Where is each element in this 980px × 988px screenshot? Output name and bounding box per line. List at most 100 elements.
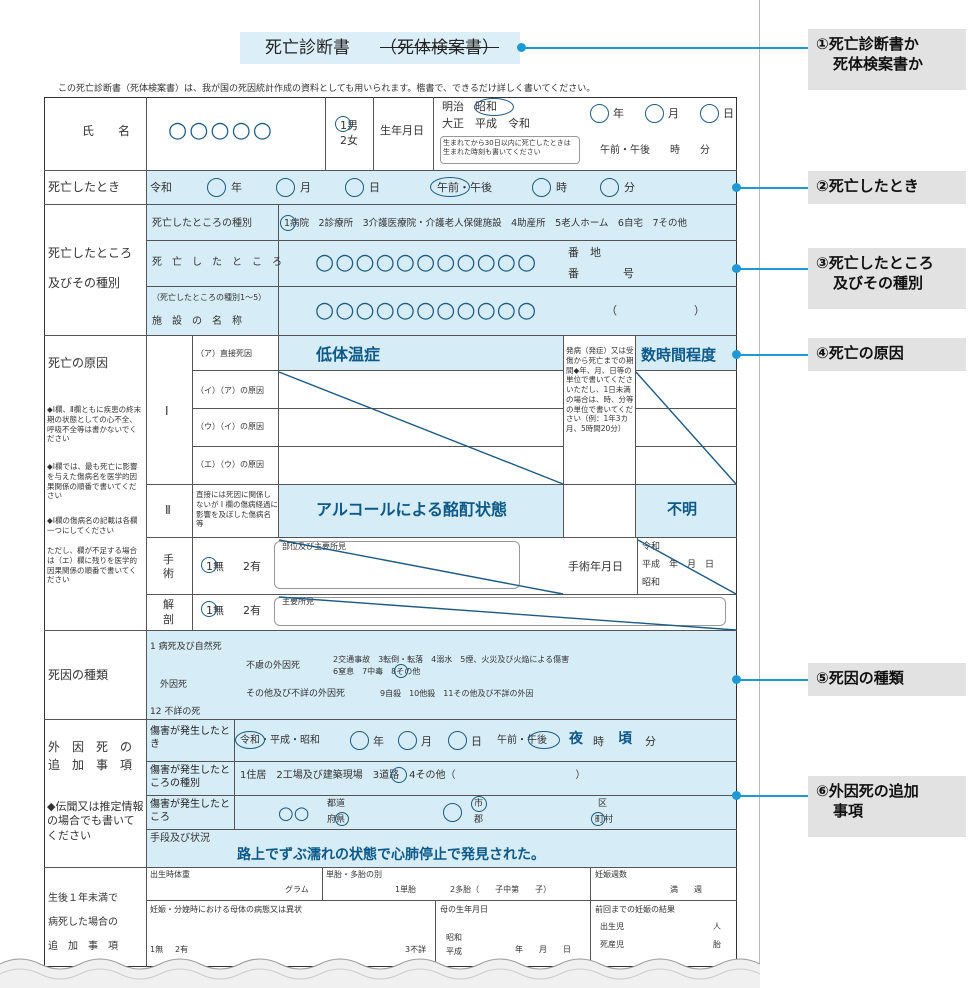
ext-when-ampm: 午前・午後 bbox=[497, 735, 547, 746]
cause-sub-c: （ウ）（イ）の原因 bbox=[196, 422, 264, 431]
ext-when-label: 傷害が発生したとき bbox=[150, 726, 230, 750]
title-struck: （死体検案書） bbox=[380, 38, 499, 58]
ext-method[interactable]: 路上でずぶ濡れの状態で心肺停止で発見された。 bbox=[237, 847, 545, 863]
time-label: 死亡したとき bbox=[48, 180, 121, 194]
kind-accident: 不慮の外因死 bbox=[246, 661, 301, 671]
ext-when-approx[interactable]: 頃 bbox=[618, 731, 632, 747]
ext-pref-1: 都道 bbox=[327, 799, 346, 809]
infant-opt-unknown[interactable]: 3不詳 bbox=[405, 945, 427, 954]
place-label-1: 死亡したところ bbox=[48, 246, 133, 260]
ext-when-hour: 時 bbox=[593, 735, 604, 748]
callout-3: ③死亡したところ 及びその種別 bbox=[808, 248, 966, 309]
ext-when-minute: 分 bbox=[645, 735, 656, 748]
surgery-yes[interactable]: 2有 bbox=[243, 560, 261, 573]
cause-ii-value[interactable]: アルコールによる酩酊状態 bbox=[316, 500, 508, 519]
kind-external: 外因死 bbox=[160, 680, 188, 690]
autopsy-label-2: 剖 bbox=[163, 613, 174, 626]
ext-method-label: 手段及び状況 bbox=[150, 833, 210, 844]
kind-other-items: 9自殺 10他殺 11その他及び不詳の外因 bbox=[380, 689, 534, 698]
birth-month: 月 bbox=[668, 107, 679, 120]
infant-label-3: 追 加 事 項 bbox=[48, 941, 118, 952]
autopsy-findings-box[interactable] bbox=[274, 597, 726, 626]
surgery-findings-box[interactable] bbox=[274, 541, 520, 589]
cause-strike-lines bbox=[278, 371, 737, 631]
title-main: 死亡診断書 bbox=[265, 38, 350, 58]
place-label-line: 死 亡 し た と こ ろ bbox=[152, 257, 282, 268]
ext-ward-1: 区 bbox=[598, 799, 608, 809]
cause-ii-band bbox=[279, 485, 563, 537]
time-hour: 時 bbox=[556, 181, 567, 194]
cause-sub-a: （ア）直接死因 bbox=[196, 349, 252, 358]
sex-female[interactable]: 2女 bbox=[340, 134, 358, 147]
cause-label: 死亡の原因 bbox=[48, 356, 109, 370]
infant-opt-none[interactable]: 1無 bbox=[150, 945, 164, 954]
autopsy-yes[interactable]: 2有 bbox=[243, 604, 261, 617]
birth-label: 生年月日 bbox=[380, 124, 424, 137]
callout-dot-4 bbox=[732, 350, 741, 359]
callout-dot-5 bbox=[732, 675, 741, 684]
callout-dot-3 bbox=[732, 264, 741, 273]
external-label-1: 外 因 死 の bbox=[48, 740, 133, 754]
place-type-label: 死亡したところの種別 bbox=[152, 218, 252, 229]
kind-other: その他及び不詳の外因死 bbox=[246, 689, 346, 699]
time-minute: 分 bbox=[624, 181, 635, 194]
infant-mother-era-2: 平成 bbox=[446, 947, 462, 956]
surgery-era-2: 平成 年 月 日 bbox=[642, 560, 715, 570]
surgery-era-3: 昭和 bbox=[642, 578, 661, 588]
cause-note-2: ◆Ⅰ欄では、最も死亡に影響を与えた傷病名を医学的因果関係の順番で書いてください bbox=[47, 462, 138, 501]
ext-where-types: 1住居 2工場及び建築現場 3道路 4その他（ ） bbox=[240, 770, 586, 781]
place-types: 1病院 2診療所 3介護医療院・介護老人保健施設 4助産所 5老人ホーム 6自宅… bbox=[284, 218, 688, 229]
intro-text: この死亡診断書（死体検案書）は、我が国の死因統計作成の資料としても用いられます。… bbox=[58, 84, 596, 94]
cause-ii-duration[interactable]: 不明 bbox=[667, 500, 698, 518]
cause-ii-duration-band bbox=[635, 485, 736, 537]
callout-5: ⑤死因の種類 bbox=[808, 663, 966, 696]
infant-opt-yes[interactable]: 2有 bbox=[175, 945, 189, 954]
callout-1: ①死亡診断書か 死体検案書か bbox=[808, 29, 966, 90]
place-address[interactable]: ○○○○○○○○○○○ bbox=[315, 250, 538, 275]
cause-sub-b: （イ）（ア）の原因 bbox=[196, 386, 264, 395]
place-banchi: 番 地 bbox=[568, 246, 601, 259]
cause-duration[interactable]: 数時間程度 bbox=[641, 346, 717, 364]
ext-when-era: 令和・平成・昭和 bbox=[240, 735, 320, 746]
kind-label: 死因の種類 bbox=[48, 668, 109, 682]
cause-note-3: ◆Ⅰ欄の傷病名の記載は各欄一つにしてください bbox=[47, 516, 138, 535]
infant-multiple-label: 単胎・多胎の別 bbox=[326, 870, 382, 879]
infant-still-unit: 胎 bbox=[713, 940, 721, 949]
infant-born-unit: 人 bbox=[713, 922, 721, 931]
time-year: 年 bbox=[231, 181, 242, 194]
callout-dot-2 bbox=[732, 183, 741, 192]
surgery-label-1: 手 bbox=[163, 553, 174, 566]
kind-unknown: 12 不詳の死 bbox=[150, 707, 201, 717]
facility-name[interactable]: ○○○○○○○○○○○ bbox=[315, 298, 538, 323]
roman-1: Ⅰ bbox=[165, 404, 169, 418]
ext-when-time[interactable]: 夜 bbox=[569, 731, 583, 747]
ext-where-value[interactable]: ○○ bbox=[278, 803, 310, 824]
surgery-date-label: 手術年月日 bbox=[568, 560, 623, 573]
ext-when-day: 日 bbox=[471, 735, 482, 748]
infant-prev-label: 前回までの妊娠の結果 bbox=[595, 905, 675, 914]
cause-ii-label: 直接には死因に関係しないが Ⅰ 欄の傷病経過に影響を及ぼした傷病名等 bbox=[196, 490, 278, 529]
cause-sub-d: （エ）（ウ）の原因 bbox=[196, 460, 264, 469]
kind-natural: 1 病死及び自然死 bbox=[150, 642, 222, 652]
name-value[interactable]: ○○○○○ bbox=[168, 118, 274, 143]
birth-time: 午前・午後 時 分 bbox=[600, 145, 710, 156]
name-label: 氏 名 bbox=[82, 124, 131, 138]
kind-accident-items-2: 6窒息 7中毒 8その他 bbox=[333, 667, 421, 676]
time-day: 日 bbox=[369, 181, 380, 194]
callout-6: ⑥外因死の追加 事項 bbox=[808, 776, 966, 837]
surgery-label-2: 術 bbox=[163, 567, 174, 580]
cause-note-1: ◆Ⅰ欄、Ⅱ欄ともに疾患の終末期の状態としての心不全、呼吸不全等は書かないでくださ… bbox=[47, 405, 142, 444]
ext-when-year: 年 bbox=[373, 735, 384, 748]
infant-label-1: 生後１年未満で bbox=[48, 893, 118, 904]
birth-day: 日 bbox=[723, 107, 734, 120]
certificate-form: 死亡診断書 （死体検案書） この死亡診断書（死体検案書）は、我が国の死因統計作成… bbox=[0, 0, 760, 988]
infant-weeks-label: 妊娠週数 bbox=[595, 870, 627, 879]
infant-born: 出生児 bbox=[600, 922, 624, 931]
infant-mother-birth-label: 母の生年月日 bbox=[440, 905, 488, 914]
cause-direct[interactable]: 低体温症 bbox=[316, 345, 381, 364]
time-era: 令和 bbox=[150, 181, 172, 194]
facility-label: 施 設 の 名 称 bbox=[152, 316, 242, 327]
infant-multi: 2多胎（ 子中第 子） bbox=[450, 885, 552, 894]
external-label-3: ◆伝聞又は推定情報の場合でも書いてください bbox=[47, 800, 144, 842]
duration-label: 発病（発症）又は受傷から死亡までの期間◆年、月、日等の単位で書いてくださいただし… bbox=[566, 346, 634, 433]
